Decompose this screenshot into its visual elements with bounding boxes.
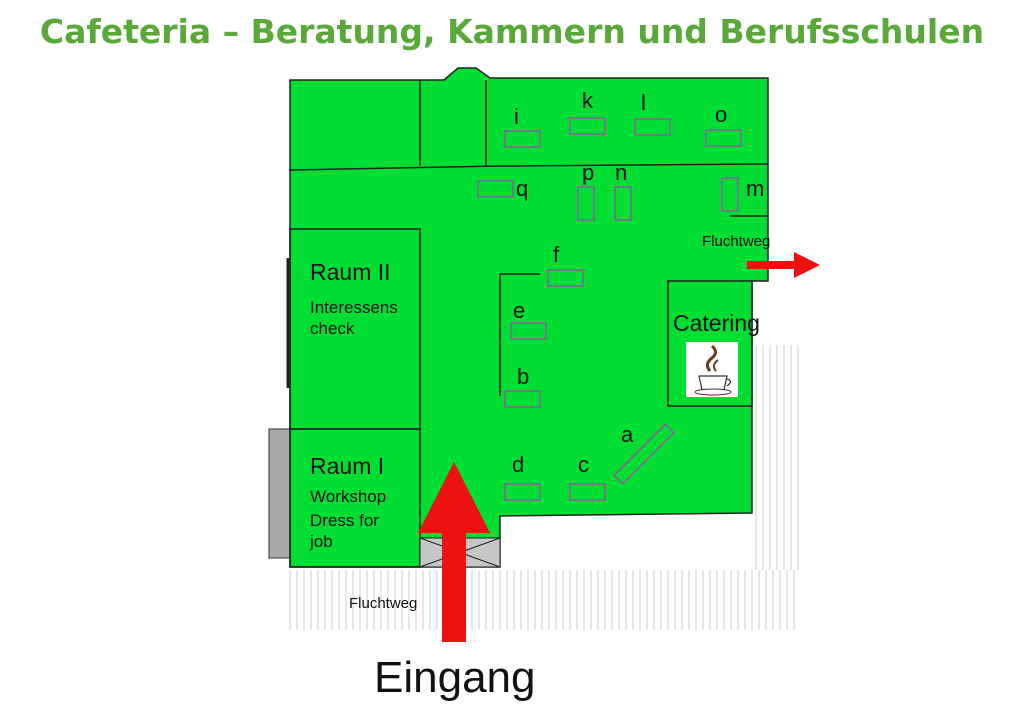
- table-m: [705, 129, 742, 147]
- stand-label-b: b: [517, 364, 529, 389]
- stand-label-k: k: [582, 88, 594, 113]
- annex-left: [268, 428, 293, 559]
- table-b: [504, 390, 541, 408]
- table-p: [577, 186, 595, 221]
- stand-label-i: i: [514, 104, 519, 129]
- room-raum2-line2: check: [310, 319, 355, 338]
- exit-label-bottom: Fluchtweg: [349, 595, 417, 612]
- stand-label-f: f: [553, 242, 560, 267]
- stand-label-p: p: [582, 160, 594, 185]
- table-f: [547, 269, 584, 287]
- room-labels: Raum II Interessens check Raum I Worksho…: [309, 259, 760, 551]
- exit-arrow-right: [747, 252, 820, 278]
- stand-label-e: e: [513, 298, 525, 323]
- stand-labels: i k l o q p n m f e b d c a: [512, 88, 764, 477]
- entrance-label: Eingang: [374, 653, 535, 702]
- stand-label-d: d: [512, 452, 524, 477]
- table-k: [569, 117, 606, 135]
- room-raum1-line1: Workshop: [310, 487, 386, 506]
- stand-label-l: l: [641, 90, 646, 115]
- stand-label-n: m: [746, 176, 764, 201]
- table-i: [504, 130, 541, 148]
- table-q: [477, 180, 514, 198]
- table-a: [613, 423, 675, 485]
- table-o: [614, 186, 632, 221]
- table-e: [510, 322, 547, 340]
- stand-label-o: n: [615, 160, 627, 185]
- table-l: [634, 118, 671, 136]
- stand-label-a: a: [621, 422, 634, 447]
- room-raum1-line2: Dress for: [310, 511, 379, 530]
- outdoor-area: [289, 345, 799, 630]
- stand-tables: [477, 117, 742, 501]
- room-raum1-line3: job: [309, 532, 333, 551]
- interior-walls: [286, 80, 769, 568]
- arrows: [418, 252, 820, 642]
- coffee-cup-icon: [686, 342, 738, 397]
- table-n: [721, 177, 739, 212]
- stand-label-c: c: [578, 452, 589, 477]
- room-raum2-line1: Interessens: [310, 298, 398, 317]
- stand-label-m: o: [715, 102, 727, 127]
- entrance-arrow: [418, 462, 490, 642]
- room-catering-name: Catering: [673, 310, 760, 336]
- room-raum2-name: Raum II: [310, 259, 391, 285]
- room-raum1-name: Raum I: [310, 453, 384, 479]
- exit-label-right: Fluchtweg: [702, 233, 770, 250]
- stand-label-q: q: [516, 176, 528, 201]
- table-c: [569, 483, 606, 501]
- table-d: [504, 483, 541, 501]
- map-title: Cafeteria – Beratung, Kammern und Berufs…: [39, 12, 985, 51]
